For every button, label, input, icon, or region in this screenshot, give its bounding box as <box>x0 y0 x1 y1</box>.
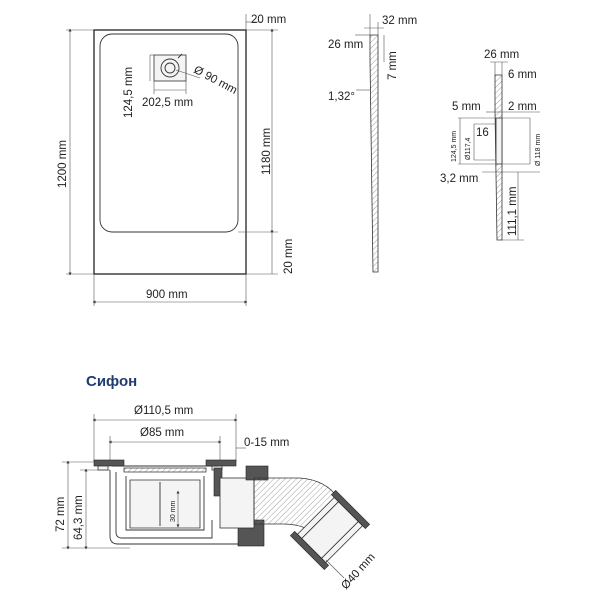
siphon-water-seal-label: 30 mm <box>170 500 177 522</box>
profile-section <box>369 34 379 273</box>
siphon-outlet-diameter-label: Ø40 mm <box>339 551 377 592</box>
profile-top-width-label: 32 mm <box>382 15 417 27</box>
siphon-adjust-range-label: 0-15 mm <box>244 437 289 449</box>
siphon-outlet <box>219 465 371 579</box>
siphon-flange <box>93 459 237 473</box>
profile-slope-drop-label: 7 mm <box>387 51 399 80</box>
drain-square <box>153 53 187 82</box>
drain-offset-y-label: 124,5 mm <box>123 67 135 118</box>
siphon-inner-diameter-label: Ø85 mm <box>140 427 184 439</box>
tray-plan-view: 900 mm 1200 mm 1180 mm 20 mm 20 mm 124,5… <box>57 14 295 306</box>
detail-thickness-label: 26 mm <box>484 49 519 61</box>
drain-offset-x-label: 202,5 mm <box>142 97 193 109</box>
detail-small-124-label: 124,5 mm <box>451 131 458 162</box>
siphon-title: Сифон <box>86 373 137 390</box>
tray-inner-outline <box>99 33 239 233</box>
detail-depth-label: 16 <box>476 127 489 139</box>
profile-slope-angle-label: 1,32° <box>328 91 355 103</box>
siphon-section: Сифон 30 mm <box>55 373 378 592</box>
profile-edge-height-label: 26 mm <box>328 39 363 51</box>
tray-rim-bottom-label: 20 mm <box>283 239 295 274</box>
tray-height-label: 1200 mm <box>57 140 69 188</box>
tray-width-label: 900 mm <box>146 289 188 301</box>
tray-inner-height-label: 1180 mm <box>261 128 273 175</box>
detail-gap-label: 2 mm <box>508 101 537 113</box>
detail-lip-label: 5 mm <box>452 101 481 113</box>
drain-diameter-label: Ø 90 mm <box>192 64 239 97</box>
detail-bottom-offset-label: 3,2 mm <box>440 173 478 185</box>
siphon-outer-diameter-label: Ø110,5 mm <box>134 405 193 417</box>
siphon-body: 30 mm <box>109 467 265 547</box>
tray-rim-top-label: 20 mm <box>251 14 286 26</box>
profile-view: 32 mm 26 mm 7 mm 1,32° <box>328 14 417 273</box>
siphon-body-height-label: 64,3 mm <box>73 495 85 540</box>
detail-small-117-label: Ø117,4 <box>465 137 472 160</box>
siphon-total-height-label: 72 mm <box>55 497 67 532</box>
detail-distance-111-label: 111,1 mm <box>507 187 519 236</box>
detail-view: 26 mm 6 mm 5 mm 2 mm 16 124,5 mm Ø117,4 … <box>440 49 542 241</box>
detail-top-offset-label: 6 mm <box>508 69 537 81</box>
tray-outline <box>93 29 247 275</box>
detail-diameter-118-label: Ø 118 mm <box>535 134 542 166</box>
